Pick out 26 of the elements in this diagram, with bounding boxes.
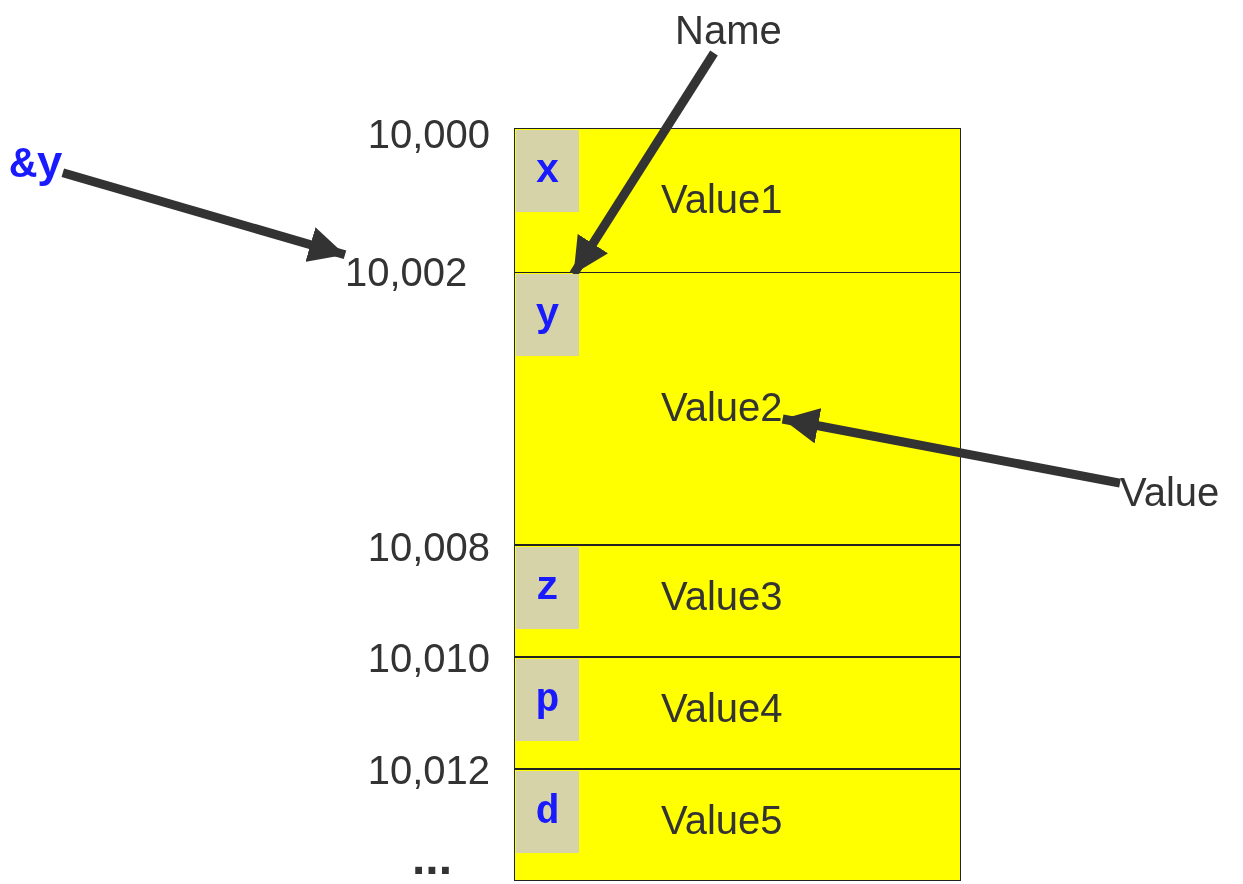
value-text: Value5 <box>661 798 783 843</box>
name-label: Name <box>675 8 782 53</box>
value-label: Value <box>1120 470 1220 515</box>
variable-name-tag: y <box>516 274 579 356</box>
variable-name-tag: z <box>516 547 579 629</box>
continuation-dots: ... <box>412 830 452 884</box>
value-text: Value3 <box>661 574 783 619</box>
address-label: 10,010 <box>366 636 490 681</box>
variable-name-tag: d <box>516 771 579 853</box>
variable-name-tag: x <box>516 130 579 212</box>
address-label: 10,012 <box>366 748 490 793</box>
address-label: 10,008 <box>366 525 490 570</box>
value-text: Value2 <box>661 385 783 430</box>
arrow <box>61 168 347 262</box>
variable-name-tag: p <box>516 659 579 741</box>
arrow <box>781 408 1121 488</box>
value-text: Value1 <box>661 177 783 222</box>
address-label: 10,002 <box>345 250 468 295</box>
value-text: Value4 <box>661 686 783 731</box>
address-label: 10,000 <box>366 112 490 157</box>
memory-cell <box>514 657 961 769</box>
memory-cell <box>514 128 961 273</box>
memory-cell <box>514 769 961 881</box>
memory-cell <box>514 272 961 545</box>
memory-cell <box>514 545 961 657</box>
amp-y-label: &y <box>10 140 63 190</box>
